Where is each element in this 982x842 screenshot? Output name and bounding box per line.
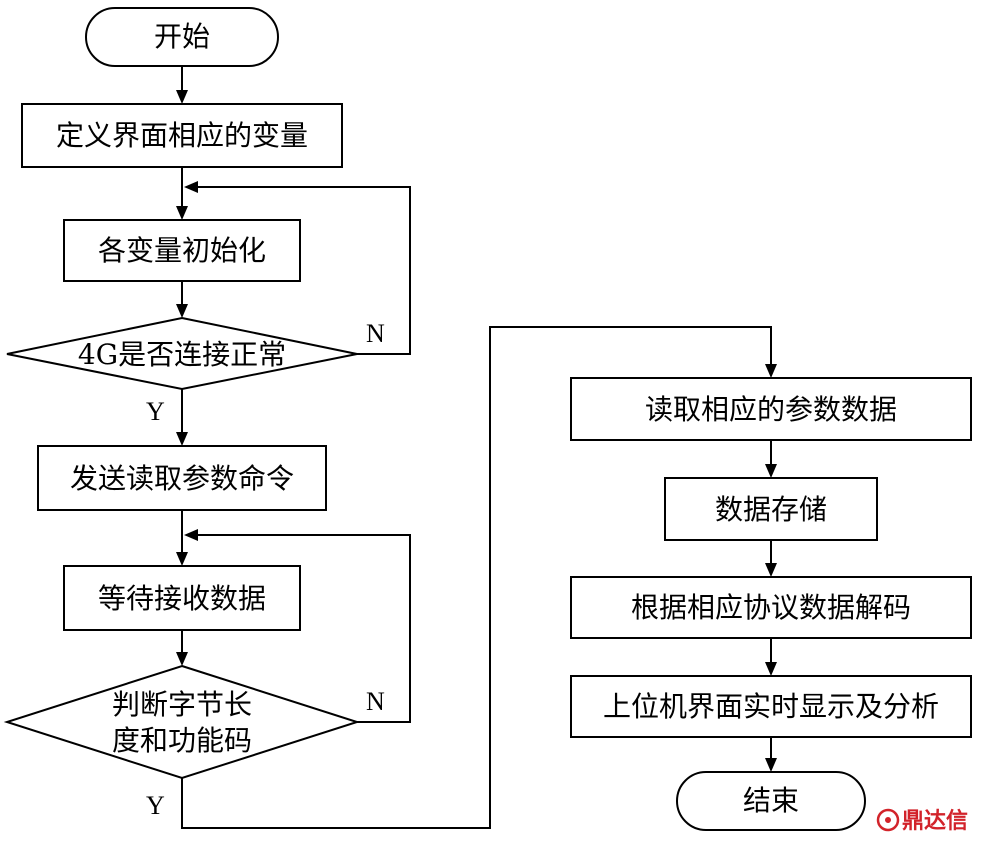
check-4g-label: 4G是否连接正常 [78, 338, 286, 371]
check-4g-decision [6, 316, 358, 391]
judge-label-line1: 判断字节长 [112, 688, 252, 721]
start-label: 开始 [154, 20, 210, 53]
store-data-box [664, 477, 878, 541]
arrowhead [176, 90, 188, 104]
init-vars-label: 各变量初始化 [98, 234, 266, 267]
watermark-logo-dot [885, 817, 891, 823]
arrowhead [184, 181, 198, 193]
judge-yes-label: Y [146, 791, 165, 820]
check-4g-yes-label: Y [146, 397, 165, 426]
init-vars-box [63, 219, 301, 282]
read-params-label: 读取相应的参数数据 [645, 393, 897, 426]
arrowhead [176, 552, 188, 566]
decode-data-box [570, 576, 972, 639]
start-terminal [85, 7, 279, 67]
define-vars-box [21, 103, 343, 168]
loop-check-no-to-init [196, 186, 411, 355]
arrowhead [765, 662, 777, 676]
arrowhead [176, 432, 188, 446]
arrowhead [765, 364, 777, 378]
send-cmd-label: 发送读取参数命令 [70, 462, 294, 495]
arrowhead [765, 563, 777, 577]
judge-no-label: N [366, 687, 385, 716]
wait-data-box [63, 565, 301, 631]
display-label: 上位机界面实时显示及分析 [603, 690, 939, 723]
watermark-text: 鼎达信 [902, 808, 968, 834]
arrowhead [765, 758, 777, 772]
wait-data-label: 等待接收数据 [98, 582, 266, 615]
arrowhead [184, 529, 198, 541]
define-vars-label: 定义界面相应的变量 [56, 119, 308, 152]
check-4g-no-label: N [366, 319, 385, 348]
connector-judge-yes-to-read [181, 326, 772, 829]
decode-data-label: 根据相应协议数据解码 [631, 591, 911, 624]
judge-label-line2: 度和功能码 [112, 724, 252, 757]
loop-judge-no-to-wait [196, 534, 411, 723]
store-data-label: 数据存储 [715, 493, 827, 526]
judge-decision [3, 664, 361, 780]
watermark: 鼎达信 [876, 808, 968, 834]
end-terminal [676, 771, 866, 831]
send-cmd-box [37, 445, 327, 511]
arrowhead [176, 304, 188, 318]
end-label: 结束 [743, 784, 799, 817]
arrowhead [176, 652, 188, 666]
read-params-box [570, 377, 972, 441]
arrowhead [765, 464, 777, 478]
arrowhead [176, 206, 188, 220]
display-box [570, 675, 972, 738]
watermark-logo-icon [876, 808, 900, 832]
